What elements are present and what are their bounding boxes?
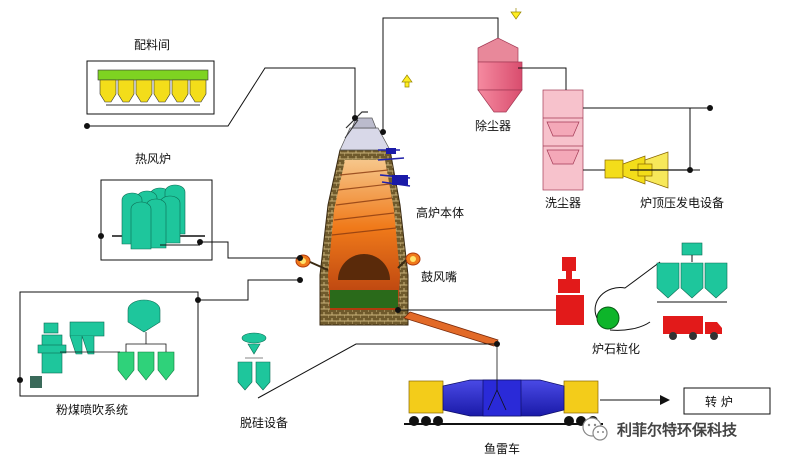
connection-lines (87, 17, 710, 399)
arrow-right-icon (660, 395, 670, 405)
converter-box (683, 387, 771, 415)
label-hot-blast-stove: 热风炉 (135, 152, 172, 166)
label-pci-system: 粉煤喷吹系统 (56, 403, 129, 417)
slag-granulation (556, 242, 728, 340)
trt-unit (604, 151, 690, 189)
label-trt: 炉顶压发电设备 (640, 196, 725, 210)
scrubber (542, 89, 584, 191)
label-desilication: 脱硅设备 (240, 416, 289, 430)
label-tuyere: 鼓风嘴 (421, 270, 458, 284)
pci-system (19, 291, 199, 397)
dust-catcher (401, 8, 523, 113)
label-scrubber: 洗尘器 (545, 196, 582, 210)
blast-furnace (295, 111, 499, 347)
batching-room (86, 60, 215, 115)
desilication-unit (237, 332, 271, 391)
slag-truck (663, 316, 722, 340)
torpedo-car (404, 345, 603, 426)
flow-arrow-up-icon (401, 74, 413, 88)
hot-blast-stove-group (100, 179, 213, 261)
batching-bins (99, 79, 207, 103)
label-batching-room: 配料间 (134, 38, 171, 52)
wechat-icon (582, 417, 608, 441)
label-slag-granulation: 炉石粒化 (592, 342, 641, 356)
label-torpedo-car: 鱼雷车 (484, 442, 521, 456)
connection-dots (17, 105, 713, 383)
watermark-text: 利菲尔特环保科技 (617, 421, 738, 439)
flow-arrow-down-icon (510, 8, 522, 20)
label-furnace-body: 高炉本体 (416, 206, 465, 220)
label-dust-catcher: 除尘器 (475, 119, 512, 133)
label-converter: 转 炉 (705, 395, 733, 409)
